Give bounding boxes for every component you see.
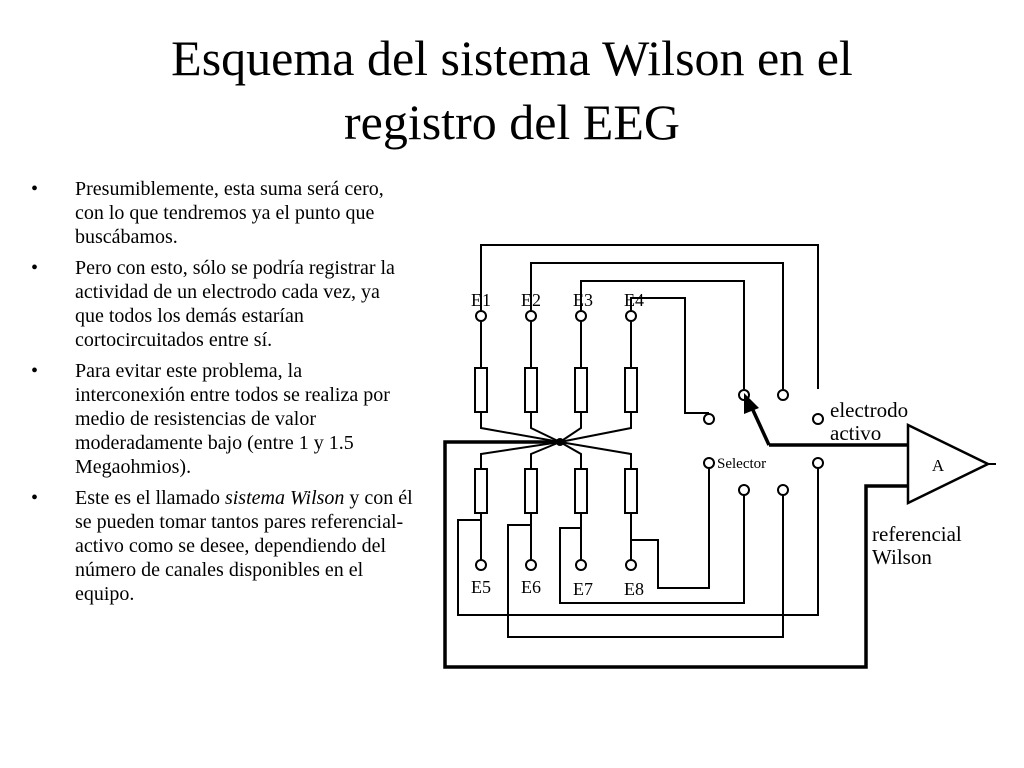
selector-contact bbox=[703, 413, 715, 425]
reference-label-line-2: Wilson bbox=[872, 545, 932, 569]
slide-title: Esquema del sistema Wilson en el registr… bbox=[0, 26, 1024, 154]
terminal-e5 bbox=[475, 559, 487, 571]
bullet-text-after: y con él se pueden tomar tantos pares re… bbox=[75, 487, 413, 605]
bullet-item: • Para evitar este problema, la intercon… bbox=[28, 359, 413, 479]
label-e4: E4 bbox=[624, 290, 644, 310]
amplifier-triangle bbox=[906, 423, 991, 505]
selector-contact bbox=[703, 457, 715, 469]
active-label-line-2: activo bbox=[830, 421, 881, 445]
selector-contact bbox=[777, 484, 789, 496]
wire-e4 bbox=[630, 297, 709, 414]
resistor-top-e1 bbox=[474, 367, 488, 413]
lead-top-e2 bbox=[530, 321, 561, 443]
resistor-bottom-e5 bbox=[474, 468, 488, 514]
wire-e8 bbox=[630, 468, 710, 589]
junction-node bbox=[556, 438, 564, 446]
reference-label-line-1: referencial bbox=[872, 522, 962, 546]
label-e3: E3 bbox=[573, 290, 593, 310]
selector-contact bbox=[777, 389, 789, 401]
lead-top-e4 bbox=[559, 321, 632, 443]
bullet-text-italic: sistema Wilson bbox=[224, 487, 345, 509]
label-e1: E1 bbox=[471, 290, 491, 310]
label-e5: E5 bbox=[471, 577, 491, 597]
wilson-reference-wire bbox=[443, 440, 908, 669]
bullet-text-before: Este es el llamado bbox=[75, 487, 225, 509]
resistor-top-e4 bbox=[624, 367, 638, 413]
resistor-bottom-e8 bbox=[624, 468, 638, 514]
label-e7: E7 bbox=[573, 579, 593, 599]
selector-contact bbox=[738, 484, 750, 496]
lead-bottom-e7 bbox=[559, 441, 582, 560]
title-line-1: Esquema del sistema Wilson en el bbox=[171, 30, 853, 86]
bullet-text: Pero con esto, sólo se podría registrar … bbox=[75, 257, 395, 351]
resistor-bottom-e7 bbox=[574, 468, 588, 514]
lead-bottom-e5 bbox=[480, 441, 561, 560]
bullet-item: • Pero con esto, sólo se podría registra… bbox=[28, 256, 413, 352]
wire-e2 bbox=[530, 262, 784, 389]
bullet-list: • Presumiblemente, esta suma será cero, … bbox=[28, 177, 413, 613]
label-e2: E2 bbox=[521, 290, 541, 310]
selector-contact bbox=[812, 413, 824, 425]
lead-bottom-e6 bbox=[530, 441, 561, 560]
terminal-e2 bbox=[525, 310, 537, 322]
bullet-marker: • bbox=[31, 257, 39, 279]
selector-contact bbox=[812, 457, 824, 469]
lead-top-e1 bbox=[480, 321, 561, 443]
bullet-item: • Presumiblemente, esta suma será cero, … bbox=[28, 177, 413, 249]
amplifier-label: A bbox=[932, 456, 945, 475]
active-label-line-1: electrodo bbox=[830, 398, 908, 422]
terminal-e4 bbox=[625, 310, 637, 322]
resistor-top-e3 bbox=[574, 367, 588, 413]
wire-e3 bbox=[580, 280, 745, 389]
bullet-marker: • bbox=[31, 178, 39, 200]
selector-arm bbox=[750, 407, 771, 446]
terminal-e6 bbox=[525, 559, 537, 571]
bullet-marker: • bbox=[31, 487, 39, 509]
bullet-marker: • bbox=[31, 360, 39, 382]
terminal-e3 bbox=[575, 310, 587, 322]
label-e6: E6 bbox=[521, 577, 541, 597]
title-line-2: registro del EEG bbox=[343, 94, 680, 150]
wire-e1 bbox=[480, 244, 819, 389]
bullet-text: Presumiblemente, esta suma será cero, co… bbox=[75, 178, 384, 248]
bullet-text: Para evitar este problema, la interconex… bbox=[75, 360, 390, 478]
selector-label: Selector bbox=[717, 456, 766, 472]
lead-bottom-e8 bbox=[559, 441, 632, 560]
terminal-e1 bbox=[475, 310, 487, 322]
resistor-bottom-e6 bbox=[524, 468, 538, 514]
bullet-item: • Este es el llamado sistema Wilson y co… bbox=[28, 486, 413, 606]
label-e8: E8 bbox=[624, 579, 644, 599]
resistor-top-e2 bbox=[524, 367, 538, 413]
terminal-e7 bbox=[575, 559, 587, 571]
selector-arrowhead bbox=[744, 393, 759, 414]
lead-top-e3 bbox=[559, 321, 582, 443]
terminal-e8 bbox=[625, 559, 637, 571]
